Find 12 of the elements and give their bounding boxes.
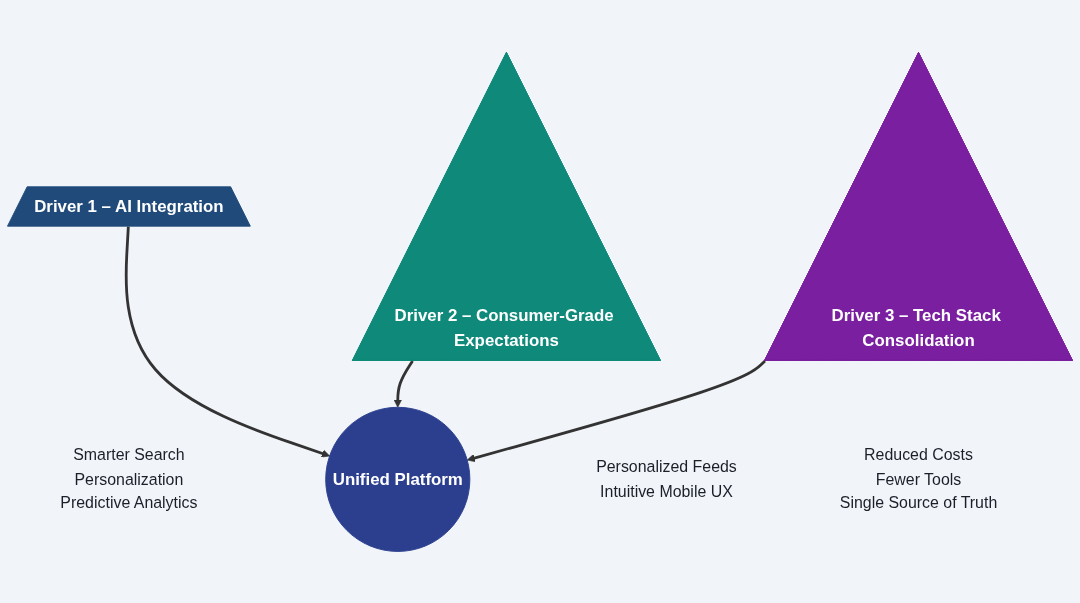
node-circle: Unified Platform [325, 406, 471, 552]
node-label: Single Source of Truth [839, 493, 998, 512]
node-label: Intuitive Mobile UX [600, 481, 733, 500]
node-label: Smarter Search [73, 445, 185, 464]
node-label: Reduced Costs [864, 445, 973, 464]
arrow [466, 359, 766, 462]
arrow [393, 359, 414, 408]
node-label: Personalized Feeds [596, 457, 737, 476]
node-label: Personalization [74, 469, 184, 488]
node-label: Predictive Analytics [60, 493, 198, 512]
node-label: Fewer Tools [875, 469, 962, 488]
arrow [124, 226, 330, 457]
